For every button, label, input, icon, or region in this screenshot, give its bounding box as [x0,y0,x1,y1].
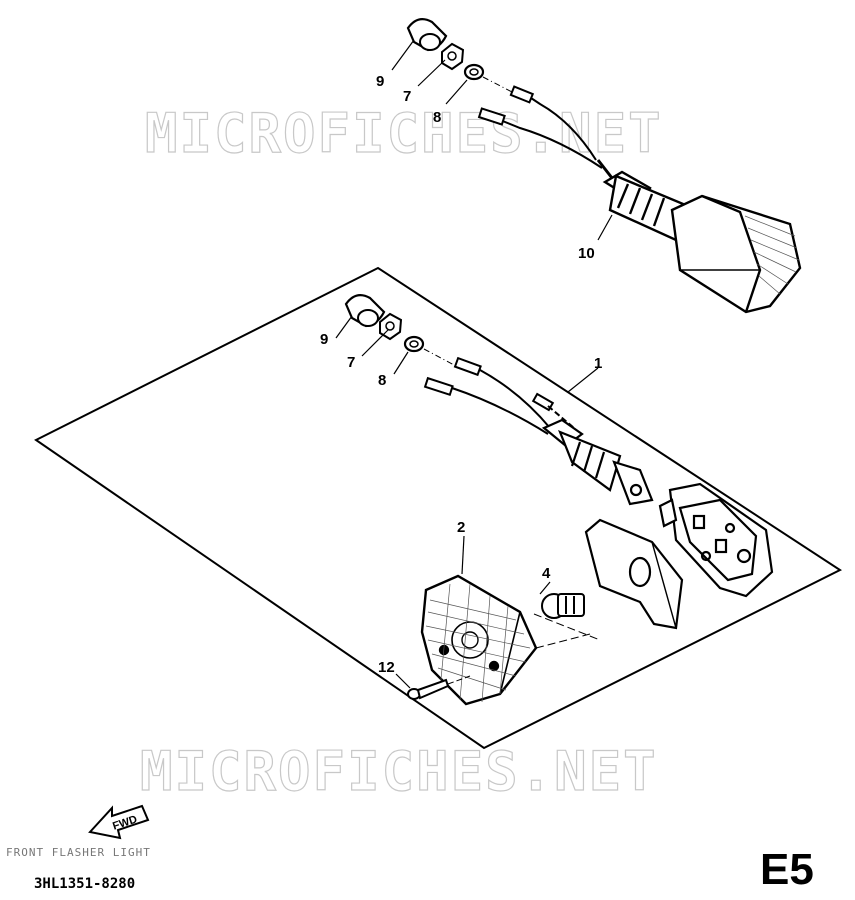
upper-wires [477,85,614,179]
page-reference: E5 [760,845,814,894]
lower-cap-nut-icon [344,293,386,328]
callout-lower-7: 7 [347,354,355,371]
lens-hatch [425,583,531,703]
lower-flasher-light-icon [541,418,774,598]
callout-lower-9: 9 [320,331,328,348]
callout-upper-8: 8 [433,109,441,126]
callout-bulb-4: 4 [542,565,551,582]
callout-screw-12: 12 [378,659,395,676]
callout-upper-9: 9 [376,73,384,90]
callout-upper-7: 7 [403,88,411,105]
faint-caption: FRONT FLASHER LIGHT [6,846,151,859]
part-number: 3HL1351-8280 [34,876,135,892]
screw-icon [407,678,450,700]
watermark-top: MICROFICHES.NET [145,102,663,165]
callout-upper-10: 10 [578,245,595,262]
bulb-icon [541,593,585,619]
callout-lower-8: 8 [378,372,386,389]
lower-wires [423,356,575,435]
upper-washer-icon [463,63,485,81]
lower-washer-icon [403,335,425,353]
callout-lens-2: 2 [457,519,465,536]
reflector-housing [584,518,684,630]
upper-cap-nut-icon [406,17,448,52]
upper-flasher-light-icon [602,170,802,314]
assembly-panel [34,266,843,750]
fwd-arrow-icon: FWD [88,804,150,840]
upper-lens-hatch [744,215,800,295]
callout-assembly-1: 1 [594,355,602,372]
watermark-bottom: MICROFICHES.NET [140,740,658,803]
upper-nut-icon [441,42,465,71]
